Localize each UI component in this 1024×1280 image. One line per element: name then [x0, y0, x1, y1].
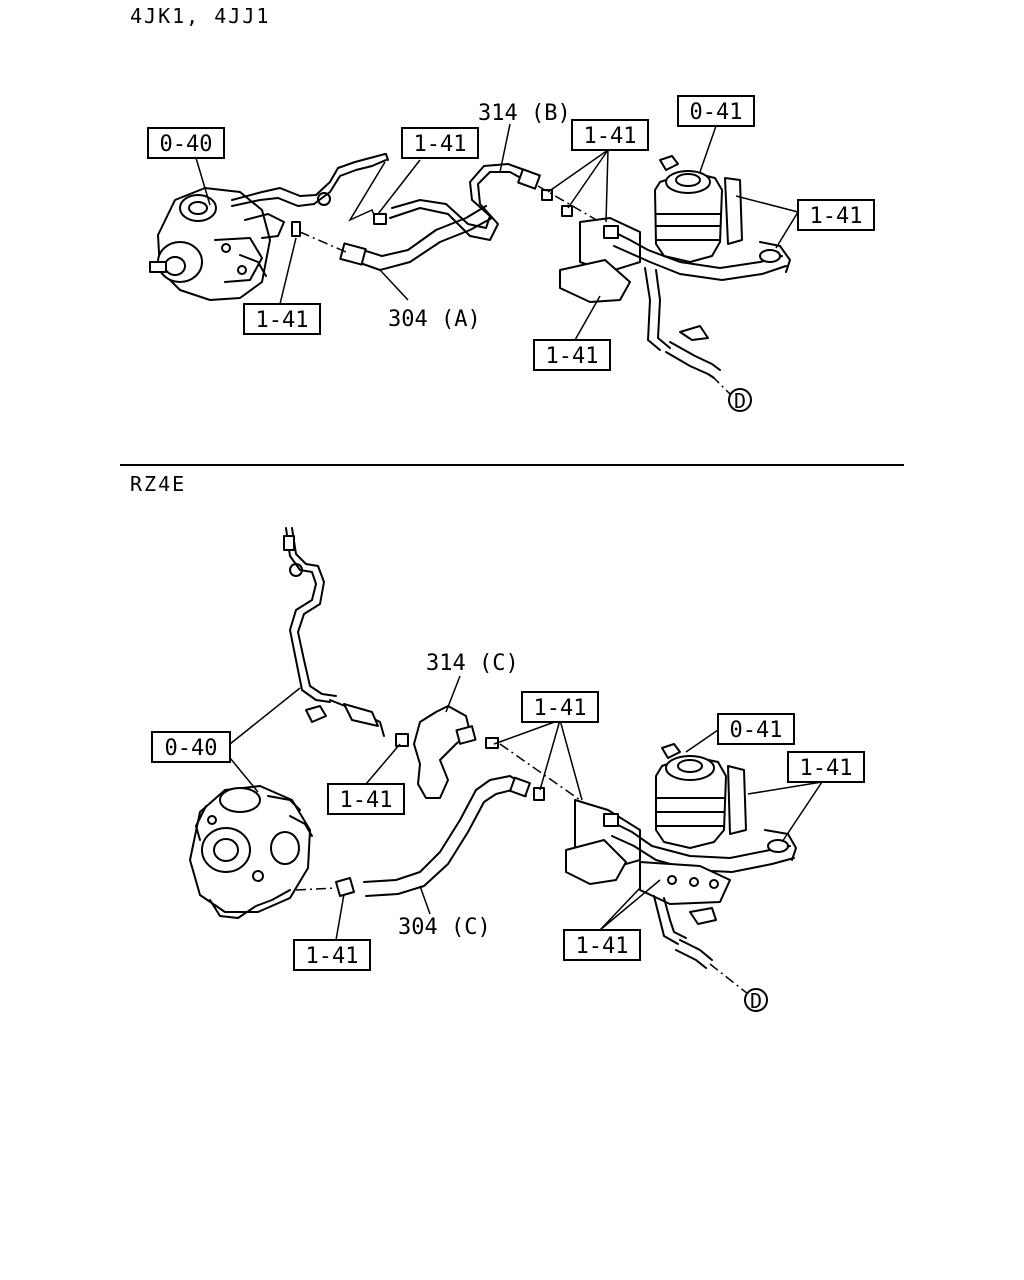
- dash-pump-hose: [299, 231, 347, 253]
- leader-clip-right-top: [735, 195, 799, 249]
- svg-text:1-41: 1-41: [800, 756, 853, 781]
- leader-clip-upper-top: [377, 159, 421, 215]
- leader-clip-bracket-top: [574, 295, 601, 341]
- svg-text:1-41: 1-41: [340, 788, 393, 813]
- leader-filter-bottom: [685, 729, 719, 753]
- hose-314c: [413, 705, 471, 799]
- leader-clip-right-bottom: [747, 781, 823, 843]
- leader-filter-top: [699, 125, 717, 173]
- leader-clip-center-top: [547, 149, 609, 223]
- hose-314c-end: [455, 725, 477, 745]
- dash-pump-hose-bottom: [295, 887, 337, 891]
- hose-304c-end: [509, 776, 531, 798]
- leader-314c: [445, 675, 461, 713]
- label-314c: 314 (C): [426, 651, 519, 676]
- clip-pump-top: [291, 221, 301, 237]
- return-pipe-bottom: [285, 527, 331, 703]
- hose-304a-end: [339, 242, 367, 266]
- return-pipe-top: [315, 153, 386, 196]
- hose-314b-inner: [391, 163, 531, 229]
- leader-304c: [419, 885, 431, 915]
- callout-pump-bottom: 0-40: [151, 731, 231, 763]
- svg-text:0-41: 0-41: [730, 718, 783, 743]
- pipe-bracket-bottom: [305, 705, 327, 723]
- leader-314b: [499, 123, 511, 173]
- clip-hose-top: [373, 213, 387, 225]
- fuel-filter-top: [559, 155, 791, 379]
- leader-clip-pump-top: [279, 237, 297, 305]
- svg-text:1-41: 1-41: [576, 934, 629, 959]
- svg-text:1-41: 1-41: [414, 132, 467, 157]
- return-pipe-bottom-inner: [291, 527, 337, 697]
- dash-to-d-top: [711, 375, 733, 397]
- callout-clip-center-top: 1-41: [571, 119, 649, 151]
- label-304c: 304 (C): [398, 915, 491, 940]
- pipe-eye-bottom: [289, 563, 303, 577]
- callout-clip-bracket-bottom: 1-41: [563, 929, 641, 961]
- callout-clip-pump-top: 1-41: [243, 303, 321, 335]
- leader-clip-pump-bottom: [335, 893, 345, 941]
- callout-clip-pump-bottom: 1-41: [293, 939, 371, 971]
- leader-pump-bottom-a: [229, 687, 301, 745]
- callout-clip-center-bottom: 1-41: [521, 691, 599, 723]
- leader-304a: [379, 269, 409, 301]
- leader-clip-center-bottom: [493, 719, 583, 801]
- pipe-eye-bolt: [317, 192, 331, 206]
- dash-filter-line: [537, 185, 601, 223]
- hose-304a-inner: [349, 205, 487, 257]
- bottom-diagram: 0-40 0-41 1-41 1-41 1-41 1-41 1-41 314 (…: [151, 527, 865, 1013]
- injection-pump-top: [149, 187, 317, 301]
- callout-clip-upper-top: 1-41: [401, 127, 479, 159]
- dash-to-d-bottom: [709, 963, 749, 995]
- callout-pump-top: 0-40: [147, 127, 225, 159]
- svg-text:D: D: [750, 989, 762, 1013]
- pipe-end: [385, 153, 389, 161]
- label-304a: 304 (A): [388, 307, 481, 332]
- pipe-end-bottom: [283, 535, 295, 551]
- ref-d-top: D: [728, 388, 752, 413]
- hose-304c-inner: [365, 789, 527, 897]
- svg-text:0-40: 0-40: [160, 132, 213, 157]
- hose-304c: [363, 775, 527, 883]
- dash-filter-line-bottom: [499, 743, 581, 801]
- clip-b-top: [561, 205, 573, 217]
- section-divider: [120, 464, 904, 466]
- leader-pump-top: [195, 157, 211, 206]
- svg-text:0-41: 0-41: [690, 100, 743, 125]
- svg-text:1-41: 1-41: [256, 308, 309, 333]
- callout-filter-top: 0-41: [677, 95, 755, 127]
- svg-text:1-41: 1-41: [534, 696, 587, 721]
- top-diagram: 0-40 0-41 1-41 1-41 1-41 1-41 1-41 314 (…: [147, 95, 875, 413]
- return-pipe-top-inner: [313, 159, 387, 205]
- hose-314b-end: [517, 168, 541, 190]
- svg-text:1-41: 1-41: [584, 124, 637, 149]
- clip-b-bottom: [533, 787, 545, 801]
- leader-pump-bottom-b: [229, 757, 259, 793]
- callout-clip-left-bottom: 1-41: [327, 783, 405, 815]
- svg-text:1-41: 1-41: [810, 204, 863, 229]
- svg-text:D: D: [734, 389, 746, 413]
- section-title-bottom: RZ4E: [130, 472, 187, 496]
- hose-314b: [389, 171, 529, 241]
- svg-text:0-40: 0-40: [165, 736, 218, 761]
- clip-314c: [395, 733, 409, 747]
- callout-clip-right-bottom: 1-41: [787, 751, 865, 783]
- svg-text:1-41: 1-41: [306, 944, 359, 969]
- svg-text:1-41: 1-41: [546, 344, 599, 369]
- label-314b: 314 (B): [478, 101, 571, 126]
- injection-pump-bottom: [189, 785, 313, 919]
- callout-filter-bottom: 0-41: [717, 713, 795, 745]
- section-title-top: 4JK1, 4JJ1: [130, 4, 271, 28]
- pipe-fitting-bottom: [343, 703, 379, 727]
- ref-d-bottom: D: [744, 988, 768, 1013]
- callout-clip-right-top: 1-41: [797, 199, 875, 231]
- hose-304a: [345, 217, 493, 271]
- clip-pump-bottom: [335, 877, 355, 897]
- leader-clip-left-bottom: [365, 743, 401, 785]
- leader-clip-bracket-bottom: [599, 879, 661, 931]
- fuel-filter-bottom: [565, 743, 797, 969]
- clip-a-top: [541, 189, 553, 201]
- callout-clip-bracket-top: 1-41: [533, 339, 611, 371]
